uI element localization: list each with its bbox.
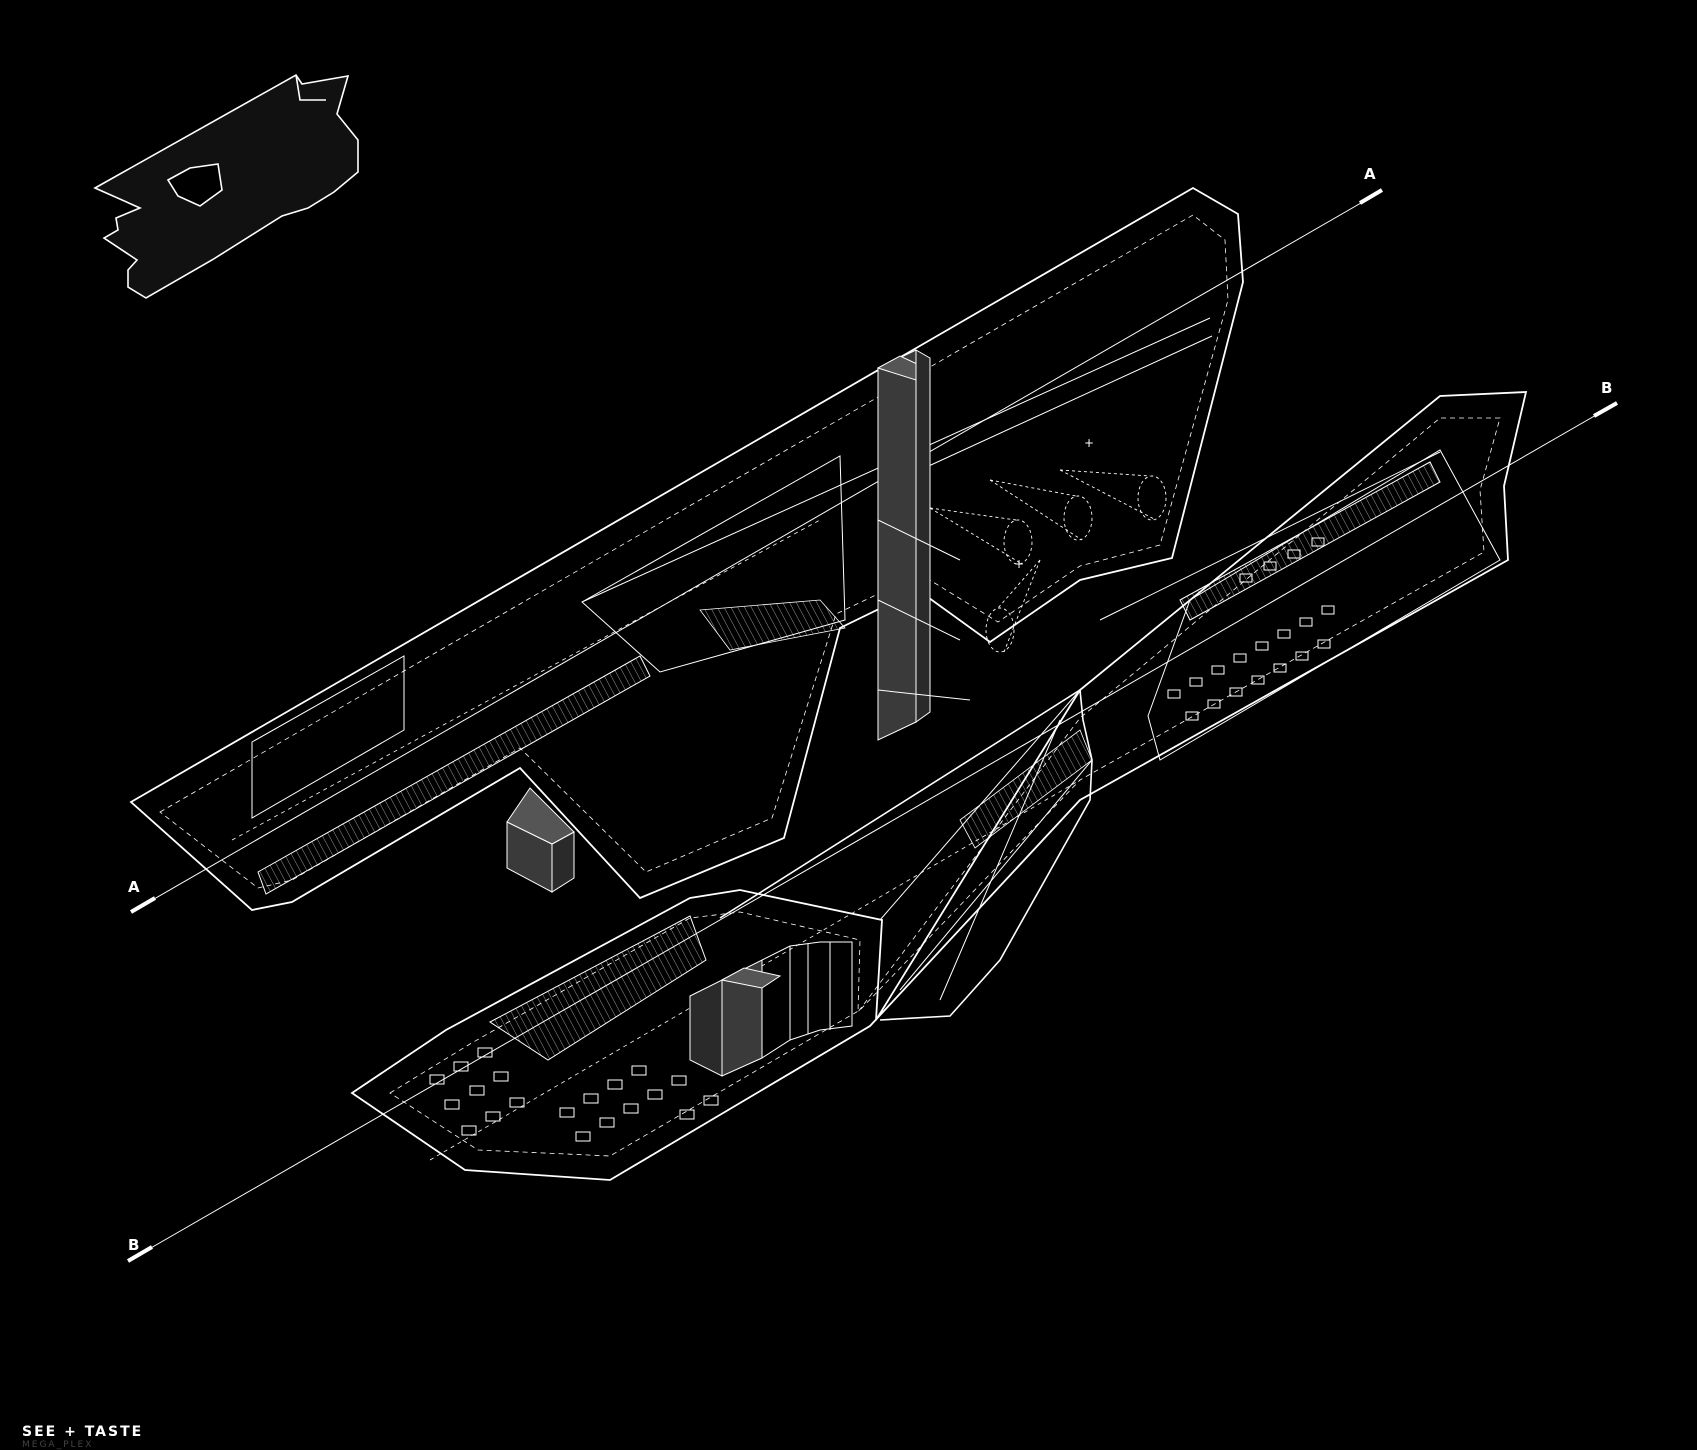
section-b-tick-bottom	[126, 1245, 154, 1263]
upper-wall-panel	[251, 655, 405, 819]
section-a-tick-top	[1358, 188, 1384, 205]
table	[679, 1109, 695, 1120]
table	[559, 1107, 575, 1118]
upper-wing-shelf	[919, 335, 1213, 471]
projector-cones	[929, 469, 1167, 653]
table	[509, 1097, 525, 1108]
table	[1185, 711, 1199, 721]
section-b-tick-top	[1593, 401, 1618, 418]
lower-wing-shelf	[1099, 451, 1441, 621]
cone-ellipse-1	[1137, 475, 1167, 521]
caption-title: SEE + TASTE	[22, 1424, 144, 1440]
cone-ellipse-3	[1003, 519, 1033, 565]
caption: SEE + TASTE MEGA_PLEX	[22, 1424, 143, 1450]
lower-wing-inner	[389, 417, 1501, 1157]
marker-plus: +	[1014, 557, 1024, 571]
marker-plus: +	[1084, 436, 1094, 450]
right-seating-tier	[1179, 461, 1441, 621]
cone-ellipse-4	[985, 607, 1015, 653]
table	[583, 1093, 599, 1104]
key-plan-courtyard	[166, 163, 223, 207]
table	[1311, 537, 1325, 547]
table	[631, 1065, 647, 1076]
table	[703, 1095, 719, 1106]
table	[1207, 699, 1221, 709]
connector-brace-2	[899, 759, 1093, 991]
table	[1239, 573, 1253, 583]
stair-core-side	[915, 349, 931, 723]
table	[1273, 663, 1287, 673]
right-wing-tables	[1167, 537, 1335, 721]
key-plan	[93, 73, 359, 299]
section-a-tick-bottom	[129, 896, 157, 914]
table	[429, 1074, 445, 1085]
stair-core	[876, 349, 971, 741]
service-block-2	[689, 979, 723, 1077]
table	[1189, 677, 1203, 687]
lower-seating-tier	[489, 915, 707, 1061]
key-plan-outline	[93, 73, 359, 299]
lower-terrace	[1147, 449, 1501, 761]
table	[461, 1125, 477, 1136]
section-b-axis	[129, 402, 1618, 1261]
section-label-b-bottom: B	[128, 1236, 140, 1254]
upper-courtyard-floor	[581, 455, 846, 673]
table	[1295, 651, 1309, 661]
section-line-a	[129, 188, 1384, 914]
service-top	[720, 967, 782, 989]
restaurant-tables	[429, 1047, 719, 1142]
stair-core-front	[877, 349, 917, 741]
section-label-a-bottom: A	[128, 878, 141, 896]
courtyard-block	[506, 787, 575, 893]
table	[1263, 561, 1277, 571]
section-line-b	[126, 401, 1618, 1263]
table	[607, 1079, 623, 1090]
connector-ramp	[959, 729, 1093, 849]
table	[493, 1071, 509, 1082]
upper-wing	[129, 186, 1244, 911]
table	[444, 1099, 460, 1110]
table	[1277, 629, 1291, 639]
table	[477, 1047, 493, 1058]
connector-outline	[719, 688, 1093, 1021]
table	[1167, 689, 1181, 699]
table	[599, 1117, 615, 1128]
caption-subtitle: MEGA_PLEX	[22, 1440, 94, 1450]
stair-landing-2	[877, 599, 961, 641]
table	[647, 1089, 663, 1100]
table	[623, 1103, 639, 1114]
upper-floor-line	[231, 519, 821, 841]
stair-landing-1	[877, 519, 961, 561]
upper-wing-outline	[129, 186, 1244, 911]
table	[1251, 675, 1265, 685]
stair-landing-3	[877, 689, 971, 701]
service-partitions	[761, 941, 853, 1059]
block-top	[506, 787, 575, 845]
table	[1211, 665, 1225, 675]
table	[485, 1111, 501, 1122]
section-label-b-top: B	[1601, 379, 1613, 397]
lower-wing-outline	[350, 391, 1528, 1181]
table	[575, 1131, 591, 1142]
section-a-axis	[134, 191, 1381, 911]
table	[1321, 605, 1335, 615]
upper-ramp	[699, 599, 846, 651]
table	[469, 1085, 485, 1096]
table	[453, 1061, 469, 1072]
table	[1287, 549, 1301, 559]
table	[1233, 653, 1247, 663]
table	[1255, 641, 1269, 651]
section-label-a-top: A	[1364, 165, 1377, 183]
cone-ellipse-2	[1063, 495, 1093, 541]
upper-seating-tier	[257, 655, 651, 895]
table	[1317, 639, 1331, 649]
table	[671, 1075, 687, 1086]
key-plan-edge	[295, 74, 326, 101]
table	[1299, 617, 1313, 627]
table	[1229, 687, 1243, 697]
service-block	[689, 941, 853, 1077]
